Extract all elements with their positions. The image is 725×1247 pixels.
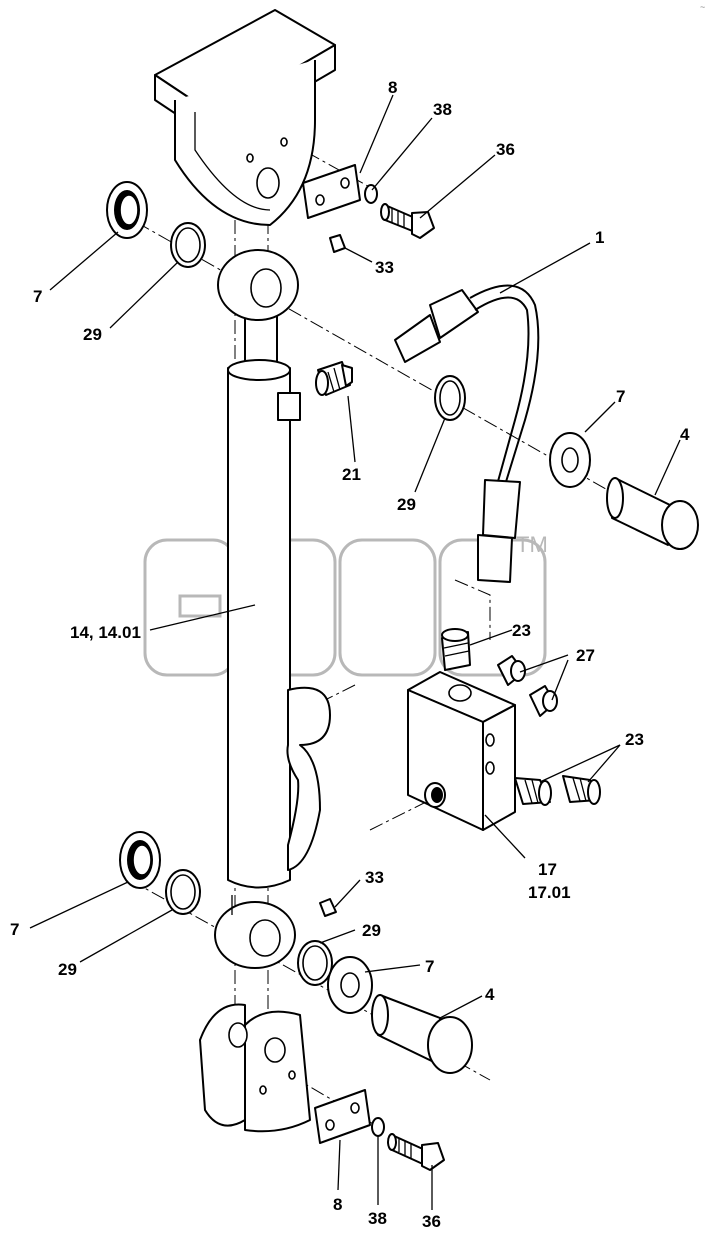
label-8-bottom: 8 <box>333 1195 342 1214</box>
o-ring-29-middle <box>434 375 466 421</box>
corner-mark: ~ <box>700 2 705 12</box>
top-mounting-bracket <box>154 9 336 226</box>
lock-washer-38-top <box>364 184 378 204</box>
grease-nipple-33-bottom <box>319 898 337 917</box>
label-29-bottom-right: 29 <box>362 921 381 940</box>
pin-4-bottom <box>371 994 473 1074</box>
adapter-21 <box>315 361 353 396</box>
label-29-bottom-left: 29 <box>58 960 77 979</box>
label-23-top: 23 <box>512 621 531 640</box>
fitting-23-top <box>441 628 471 671</box>
label-29-middle: 29 <box>397 495 416 514</box>
label-38-top: 38 <box>433 100 452 119</box>
label-14: 14, 14.01 <box>70 623 141 642</box>
grease-nipple-33-top <box>329 234 346 253</box>
label-4-bottom: 4 <box>485 985 495 1004</box>
valve-block-17 <box>407 671 516 831</box>
o-ring-29-bottom-right <box>297 940 333 986</box>
label-27: 27 <box>576 646 595 665</box>
washer-7-bottom-right <box>327 956 373 1014</box>
label-4-top: 4 <box>680 425 690 444</box>
label-21: 21 <box>342 465 361 484</box>
label-33-top: 33 <box>375 258 394 277</box>
fitting-23-right-b <box>562 775 601 805</box>
washer-7-top-right <box>549 432 591 488</box>
o-ring-29-top-left <box>170 222 206 268</box>
assembly-axis-lines <box>114 139 679 1126</box>
label-1: 1 <box>595 228 604 247</box>
o-ring-29-bottom-left <box>165 869 201 915</box>
fitting-23-right-a <box>514 777 552 806</box>
label-7-top-left: 7 <box>33 287 42 306</box>
plug-27-bottom <box>529 685 558 717</box>
label-7-bottom-left: 7 <box>10 920 19 939</box>
callout-labels: 8 38 36 1 33 7 29 7 4 21 29 14, 14.01 23… <box>10 78 690 1231</box>
label-36-bottom: 36 <box>422 1212 441 1231</box>
washer-7-top-left <box>106 181 148 239</box>
washer-7-bottom-left <box>119 831 161 889</box>
label-17-01: 17.01 <box>528 883 571 902</box>
bolt-36-top <box>380 203 435 239</box>
label-29-top-left: 29 <box>83 325 102 344</box>
plate-8-bottom <box>314 1089 371 1144</box>
label-7-bottom-right: 7 <box>425 957 434 976</box>
bottom-mounting-bracket <box>199 1003 311 1133</box>
plug-27-top <box>497 655 526 686</box>
pin-4-top <box>606 477 699 550</box>
label-38-bottom: 38 <box>368 1209 387 1228</box>
label-33-bottom: 33 <box>365 868 384 887</box>
label-8-top: 8 <box>388 78 397 97</box>
hydraulic-cylinder <box>214 249 331 969</box>
label-23-right: 23 <box>625 730 644 749</box>
bolt-36-bottom <box>387 1133 445 1171</box>
lock-washer-38-bottom <box>371 1117 385 1137</box>
label-17: 17 <box>538 860 557 879</box>
leader-lines <box>29 94 681 1210</box>
label-7-top-right: 7 <box>616 387 625 406</box>
label-36-top: 36 <box>496 140 515 159</box>
plate-8-top <box>302 164 361 219</box>
hose-1 <box>394 284 540 583</box>
watermark-tm: TM <box>516 532 548 557</box>
